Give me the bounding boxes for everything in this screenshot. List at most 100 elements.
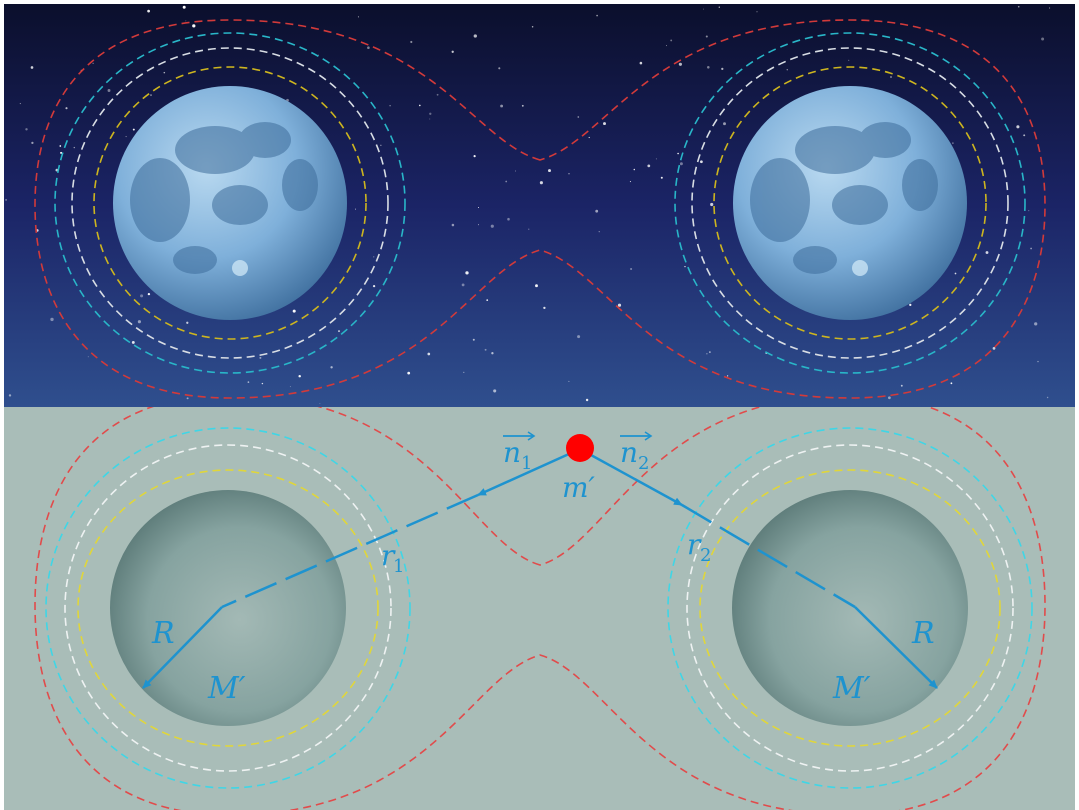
star — [1049, 7, 1051, 9]
star — [30, 66, 34, 69]
n2-label: n — [620, 436, 638, 469]
mass-right-label: M′ — [832, 671, 871, 706]
star — [186, 321, 189, 324]
star — [710, 202, 714, 207]
star — [473, 155, 476, 158]
star — [647, 164, 651, 168]
star — [596, 14, 598, 17]
contour-yellow-left-schematic — [77, 469, 379, 747]
star — [367, 46, 370, 49]
mass-disk-right — [732, 490, 968, 726]
n1-arrow — [477, 447, 581, 497]
star — [660, 176, 663, 179]
r1-line — [221, 493, 479, 609]
star — [372, 284, 376, 288]
star — [706, 353, 708, 355]
sky-contours — [34, 19, 1046, 399]
r1-subscript: 1 — [393, 556, 404, 577]
star — [478, 207, 479, 208]
star — [125, 136, 127, 138]
contour-white-right-schematic — [686, 444, 1014, 772]
star — [289, 386, 291, 388]
star — [598, 231, 600, 233]
star — [137, 320, 141, 324]
n1-label: n — [503, 436, 521, 469]
contour-white-left — [71, 47, 389, 359]
star — [59, 145, 62, 147]
star — [498, 67, 501, 70]
star — [451, 50, 454, 53]
contour-cyan-right — [674, 32, 1026, 374]
star — [140, 294, 144, 298]
star — [588, 136, 590, 139]
star — [950, 382, 953, 385]
star — [721, 67, 724, 71]
star — [531, 25, 534, 28]
star — [665, 45, 668, 47]
star — [535, 284, 538, 288]
star — [528, 228, 530, 230]
star — [1028, 210, 1030, 212]
label-n2: n 2 — [620, 431, 653, 474]
radius-left-line — [142, 606, 223, 689]
star — [888, 396, 891, 400]
contour-white-left-schematic — [64, 444, 392, 772]
star — [726, 375, 729, 377]
star — [477, 224, 479, 226]
contour-yellow-right-schematic — [699, 469, 1001, 747]
n2-subscript: 2 — [638, 453, 649, 474]
star — [147, 292, 151, 296]
star — [595, 209, 599, 213]
star — [500, 104, 504, 108]
n1-subscript: 1 — [521, 453, 532, 474]
star — [684, 265, 686, 268]
star — [338, 330, 340, 333]
r1-label: r — [381, 539, 396, 572]
star — [185, 20, 187, 22]
test-mass-dot — [566, 434, 594, 462]
star — [373, 256, 375, 258]
star — [679, 162, 683, 166]
star — [700, 160, 703, 164]
contour-cyan-left — [54, 32, 406, 374]
star — [705, 35, 708, 38]
contour-yellow-right — [713, 66, 987, 340]
star — [247, 381, 250, 383]
star — [1017, 5, 1020, 8]
star — [473, 34, 477, 38]
star — [73, 146, 76, 149]
star — [703, 8, 705, 10]
star — [19, 103, 21, 105]
star — [677, 152, 679, 155]
star — [486, 299, 489, 301]
star — [8, 394, 12, 397]
star — [25, 128, 28, 131]
star — [900, 384, 903, 387]
schematic-panel: n 1 n 2 m′ r 1 r 2 R R M′ M′ — [4, 407, 1075, 810]
radius-right-line — [854, 606, 938, 689]
star — [427, 352, 431, 356]
star — [515, 170, 517, 172]
star — [87, 356, 89, 358]
moon-right — [733, 86, 967, 320]
star — [630, 267, 633, 271]
star — [465, 271, 469, 275]
star — [461, 283, 465, 287]
star — [292, 309, 296, 313]
star — [603, 122, 606, 126]
star — [1023, 134, 1026, 137]
star — [50, 317, 54, 322]
star — [505, 180, 508, 183]
star — [491, 352, 494, 355]
star — [163, 71, 166, 74]
label-r2: r 2 — [687, 528, 711, 566]
star — [472, 338, 475, 341]
star — [568, 380, 570, 382]
star — [484, 348, 487, 351]
star — [1041, 37, 1045, 41]
star — [709, 351, 711, 353]
label-n1: n 1 — [503, 431, 536, 474]
star — [330, 366, 333, 369]
star — [380, 144, 382, 146]
